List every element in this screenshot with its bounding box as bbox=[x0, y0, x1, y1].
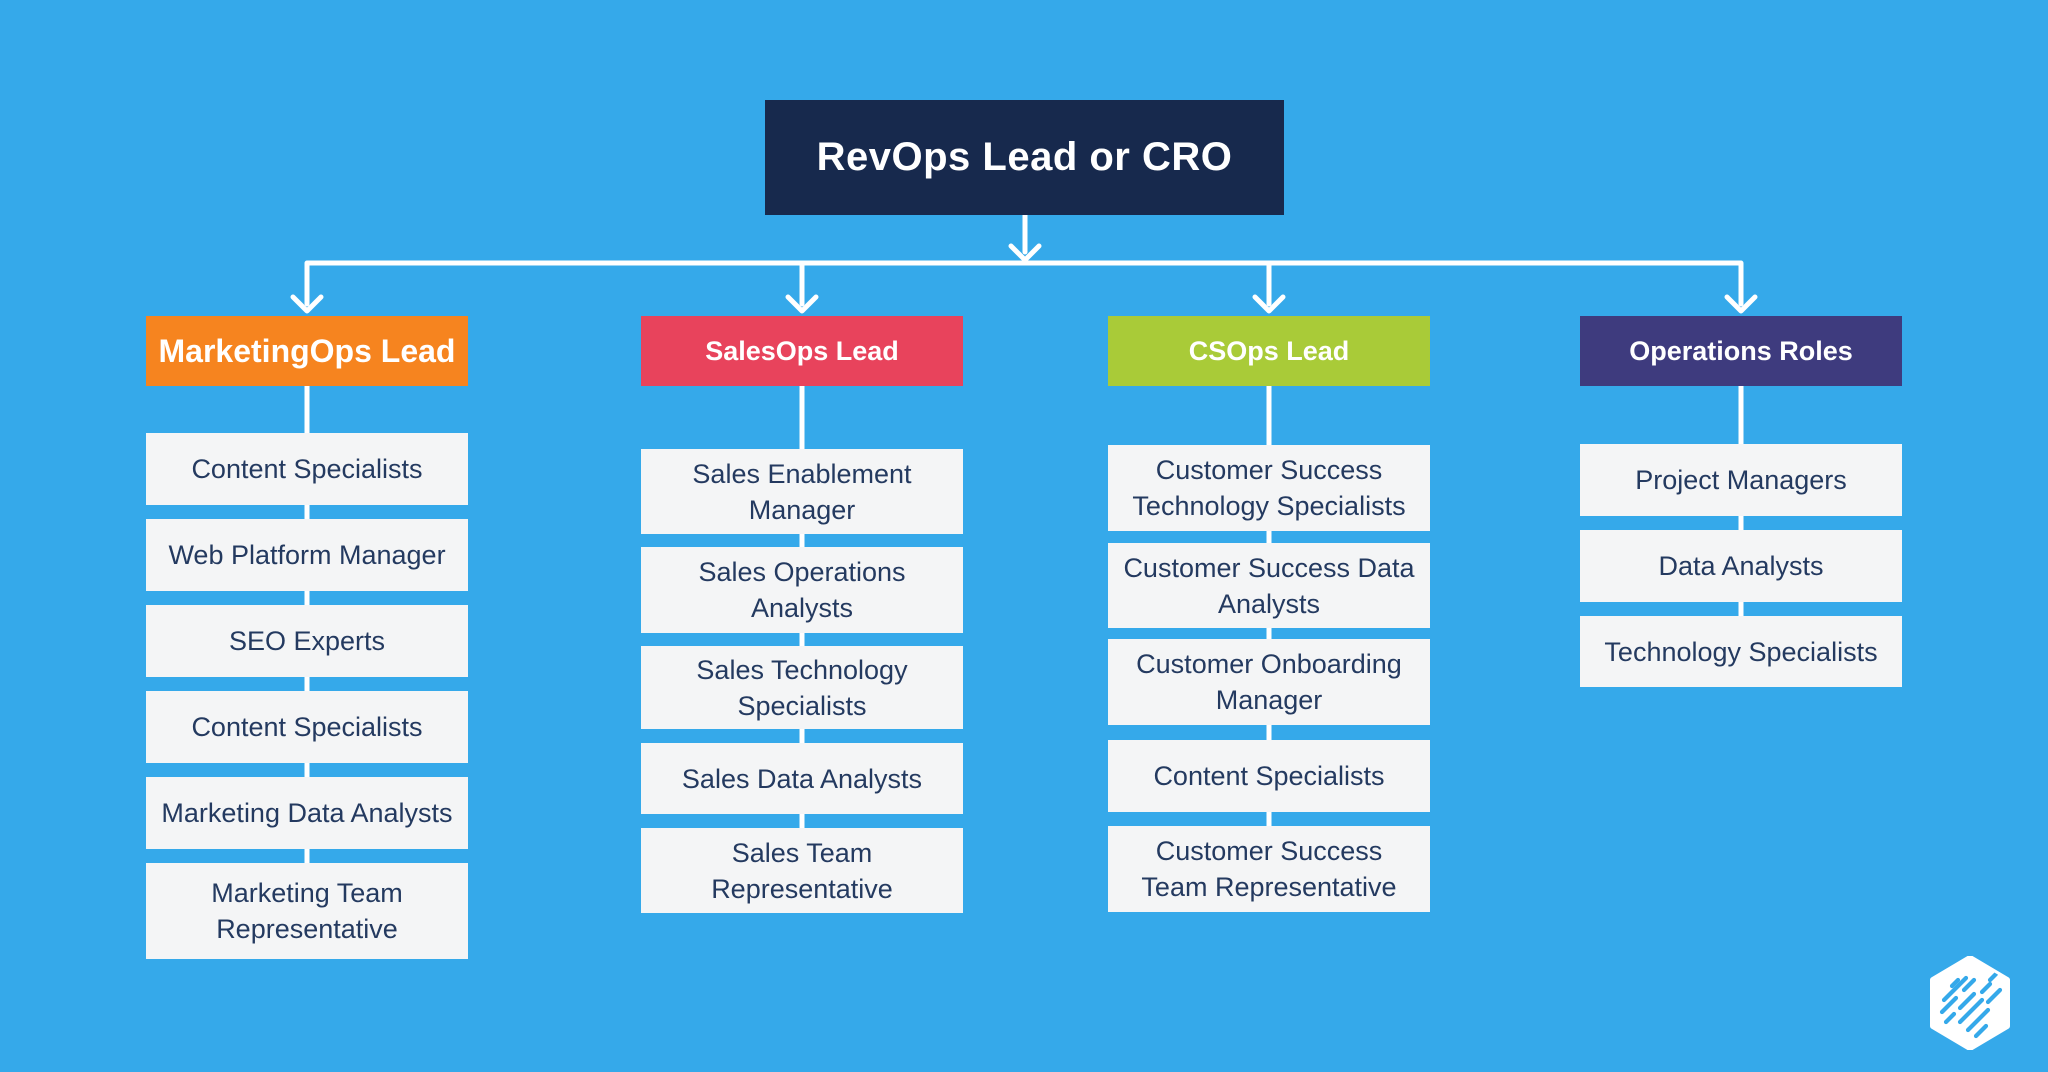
arrowhead-csops-icon bbox=[1252, 294, 1286, 314]
node-sales-technology-specialists: Sales Technology Specialists bbox=[641, 646, 963, 729]
node-content-specialists-3: Content Specialists bbox=[1108, 740, 1430, 812]
node-technology-specialists: Technology Specialists bbox=[1580, 616, 1902, 687]
root-arrowhead-icon bbox=[1008, 243, 1042, 263]
lead-node-marketingops: MarketingOps Lead bbox=[146, 316, 468, 386]
node-marketing-team-representative: Marketing Team Representative bbox=[146, 863, 468, 959]
node-sales-team-representative: Sales Team Representative bbox=[641, 828, 963, 913]
lead-node-csops: CSOps Lead bbox=[1108, 316, 1430, 386]
node-sales-enablement-manager: Sales Enablement Manager bbox=[641, 449, 963, 534]
node-sales-data-analysts: Sales Data Analysts bbox=[641, 743, 963, 814]
node-seo-experts: SEO Experts bbox=[146, 605, 468, 677]
node-sales-operations-analysts: Sales Operations Analysts bbox=[641, 547, 963, 633]
arrowhead-marketingops-icon bbox=[290, 294, 324, 314]
hexagon-scribble-logo-icon bbox=[1930, 956, 2010, 1050]
node-data-analysts: Data Analysts bbox=[1580, 530, 1902, 602]
node-web-platform-manager: Web Platform Manager bbox=[146, 519, 468, 591]
arrowhead-operations-icon bbox=[1724, 294, 1758, 314]
arrowhead-salesops-icon bbox=[785, 294, 819, 314]
node-cs-data-analysts: Customer Success Data Analysts bbox=[1108, 543, 1430, 628]
lead-node-operations-roles: Operations Roles bbox=[1580, 316, 1902, 386]
node-customer-onboarding-manager: Customer Onboarding Manager bbox=[1108, 639, 1430, 725]
root-node-revops-lead: RevOps Lead or CRO bbox=[765, 100, 1284, 215]
node-cs-team-representative: Customer Success Team Representative bbox=[1108, 826, 1430, 912]
branch-rail-line bbox=[304, 260, 1744, 307]
node-content-specialists-1: Content Specialists bbox=[146, 433, 468, 505]
node-marketing-data-analysts: Marketing Data Analysts bbox=[146, 777, 468, 849]
lead-node-salesops: SalesOps Lead bbox=[641, 316, 963, 386]
node-project-managers: Project Managers bbox=[1580, 444, 1902, 516]
node-content-specialists-2: Content Specialists bbox=[146, 691, 468, 763]
node-cs-technology-specialists: Customer Success Technology Specialists bbox=[1108, 445, 1430, 531]
